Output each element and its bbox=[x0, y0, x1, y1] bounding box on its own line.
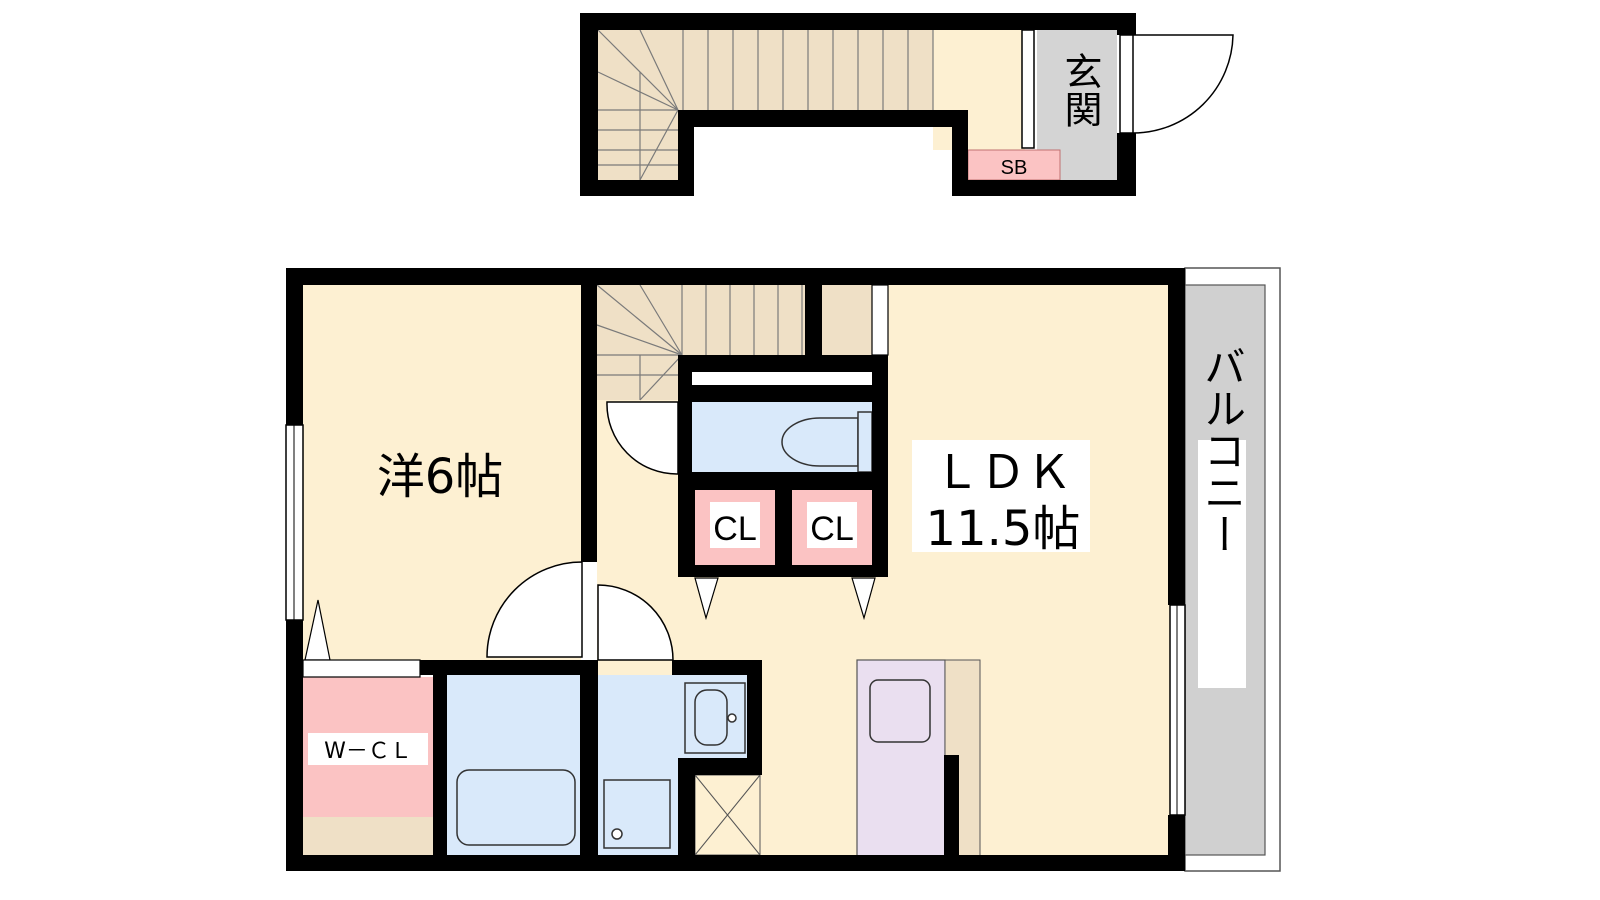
entrance-partition bbox=[1021, 29, 1035, 149]
toilet-tank bbox=[857, 411, 873, 473]
closet-right-label: CL bbox=[810, 510, 853, 548]
toilet-bowl bbox=[781, 417, 859, 467]
stair-treads-top bbox=[597, 29, 934, 181]
entrance-door-swing bbox=[1132, 34, 1234, 134]
bathtub bbox=[456, 769, 576, 846]
storage-x-line-b bbox=[694, 774, 761, 856]
balcony-label-bg bbox=[1198, 440, 1246, 688]
wic-label: W－ＣＬ bbox=[324, 739, 412, 764]
entrance-door-leaf bbox=[1119, 34, 1134, 134]
wic-label-bg bbox=[308, 733, 428, 765]
stair-treads-main bbox=[596, 284, 803, 401]
wic-rail bbox=[302, 659, 421, 678]
toilet-door-swing bbox=[606, 401, 679, 475]
pantry-shelf-top bbox=[692, 372, 872, 385]
stair-rail-main bbox=[871, 284, 889, 356]
closet-door-right bbox=[851, 577, 876, 621]
ldk-size-label: 11.5帖 bbox=[926, 501, 1081, 557]
closet-left-label-bg bbox=[710, 502, 760, 548]
balcony-label: バルコニー bbox=[1198, 345, 1247, 555]
washroom-door-swing bbox=[597, 584, 674, 661]
hall-floor-top bbox=[933, 30, 1025, 150]
stair-floor-top-lower bbox=[598, 110, 678, 180]
pan-drain bbox=[611, 828, 623, 840]
entrance-level: 玄関 SB bbox=[580, 13, 1234, 196]
shoe-box-label: SB bbox=[1001, 157, 1028, 179]
washbasin-bowl bbox=[694, 689, 728, 746]
walls-upper bbox=[580, 13, 1136, 196]
stair-floor-main-right bbox=[822, 285, 872, 355]
stair-floor-top bbox=[598, 30, 933, 110]
kitchen-sink bbox=[869, 679, 931, 743]
wic-shelf bbox=[303, 817, 433, 857]
closet-right-label-bg bbox=[807, 502, 857, 548]
ldk-name-label: ＬＤＫ bbox=[934, 445, 1072, 499]
washbasin-drain bbox=[727, 713, 737, 723]
closet-door-left bbox=[694, 577, 719, 621]
walls-main bbox=[286, 268, 1185, 871]
entrance-label: 玄関 bbox=[1058, 52, 1102, 128]
western-room-label: 洋6帖 bbox=[377, 449, 504, 505]
ldk-label-bg bbox=[912, 440, 1090, 552]
main-level: 洋6帖 ＬＤＫ 11.5帖 CL CL W－ＣＬ バルコニー bbox=[285, 267, 1281, 872]
closet-left-label: CL bbox=[713, 510, 756, 548]
bedroom-door-swing bbox=[486, 561, 583, 658]
